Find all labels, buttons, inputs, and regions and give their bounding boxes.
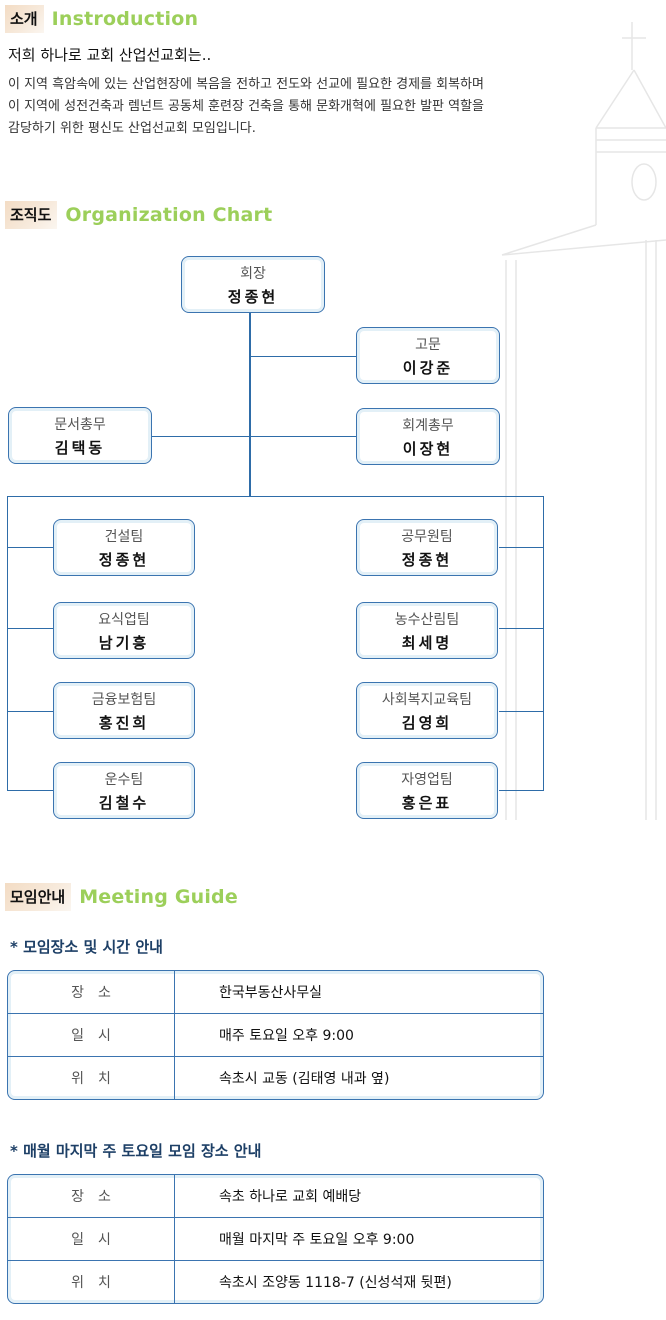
row-label: 일시 xyxy=(8,1014,175,1056)
table-row: 일시 매주 토요일 오후 9:00 xyxy=(8,1014,543,1057)
row-value: 매주 토요일 오후 9:00 xyxy=(219,1028,354,1044)
role: 건설팀 xyxy=(104,529,144,545)
name: 김택동 xyxy=(54,439,106,457)
name: 정종현 xyxy=(227,288,279,306)
role: 농수산림팀 xyxy=(394,612,460,628)
row-value: 속초시 교동 (김태영 내과 옆) xyxy=(219,1071,390,1087)
org-badge: 조직도 xyxy=(5,201,58,229)
role: 회장 xyxy=(240,266,266,282)
name: 남기흥 xyxy=(98,634,150,652)
intro-line: 감당하기 위한 평신도 산업선교회 모임입니다. xyxy=(8,121,256,136)
connector xyxy=(7,496,544,498)
table-title: * 모임장소 및 시간 안내 xyxy=(10,938,163,956)
name: 최세명 xyxy=(401,634,453,652)
name: 이장현 xyxy=(402,440,454,458)
intro-badge: 소개 xyxy=(5,5,44,33)
role: 문서총무 xyxy=(54,417,106,433)
connector xyxy=(8,547,53,549)
connector xyxy=(8,790,53,792)
connector xyxy=(7,496,9,791)
table-row: 위치 속초시 조양동 1118-7 (신성석재 뒷편) xyxy=(8,1261,543,1303)
connector xyxy=(543,496,545,791)
role: 공무원팀 xyxy=(401,529,453,545)
role: 고문 xyxy=(415,337,441,353)
intro-body: 이 지역 흑암속에 있는 산업현장에 복음을 전하고 전도와 선교에 필요한 경… xyxy=(8,74,588,140)
row-label: 장소 xyxy=(8,1175,175,1217)
row-value: 한국부동산사무실 xyxy=(219,985,323,1001)
connector xyxy=(499,711,543,713)
name: 정종현 xyxy=(401,551,453,569)
intro-line: 이 지역 흑암속에 있는 산업현장에 복음을 전하고 전도와 선교에 필요한 경… xyxy=(8,77,485,92)
meeting-heading: 모임안내 Meeting Guide xyxy=(5,883,238,911)
org-box-treasurer: 회계총무 이장현 xyxy=(356,408,500,465)
row-value: 속초시 조양동 1118-7 (신성석재 뒷편) xyxy=(219,1275,452,1291)
name: 김철수 xyxy=(98,794,150,812)
connector xyxy=(151,436,356,438)
name: 김영희 xyxy=(401,714,453,732)
connector xyxy=(8,628,53,630)
connector xyxy=(250,356,356,358)
table-row: 장소 속초 하나로 교회 예배당 xyxy=(8,1175,543,1218)
role: 요식업팀 xyxy=(98,612,150,628)
intro-heading: 소개 Instroduction xyxy=(5,5,198,33)
role: 운수팀 xyxy=(104,772,144,788)
connector xyxy=(499,547,543,549)
row-label: 위치 xyxy=(8,1057,175,1099)
row-label: 일시 xyxy=(8,1218,175,1260)
table-title: * 매월 마지막 주 토요일 모임 장소 안내 xyxy=(10,1142,262,1160)
org-heading: 조직도 Organization Chart xyxy=(5,201,272,229)
row-value: 속초 하나로 교회 예배당 xyxy=(219,1189,362,1205)
name: 정종현 xyxy=(98,551,150,569)
table-row: 위치 속초시 교동 (김태영 내과 옆) xyxy=(8,1057,543,1099)
meeting-table: 장소 한국부동산사무실 일시 매주 토요일 오후 9:00 위치 속초시 교동 (김태… xyxy=(7,970,544,1100)
meeting-table: 장소 속초 하나로 교회 예배당 일시 매월 마지막 주 토요일 오후 9:00 위… xyxy=(7,1174,544,1304)
meeting-english-title: Meeting Guide xyxy=(79,886,238,908)
org-box-advisor: 고문 이강준 xyxy=(356,327,500,384)
row-value: 매월 마지막 주 토요일 오후 9:00 xyxy=(219,1232,415,1248)
name: 이강준 xyxy=(402,359,454,377)
role: 회계총무 xyxy=(402,418,454,434)
connector xyxy=(249,312,251,497)
org-box-president: 회장 정종현 xyxy=(181,256,325,313)
table-row: 일시 매월 마지막 주 토요일 오후 9:00 xyxy=(8,1218,543,1261)
org-english-title: Organization Chart xyxy=(65,204,273,226)
intro-english-title: Instroduction xyxy=(51,8,199,30)
connector xyxy=(8,711,53,713)
org-box-secretary: 문서총무 김택동 xyxy=(8,407,152,464)
connector xyxy=(499,628,543,630)
row-label: 위치 xyxy=(8,1261,175,1303)
table-row: 장소 한국부동산사무실 xyxy=(8,971,543,1014)
connector xyxy=(499,790,543,792)
church-illustration xyxy=(501,22,666,820)
intro-title: 저희 하나로 교회 산업선교회는.. xyxy=(8,46,212,64)
meeting-badge: 모임안내 xyxy=(5,883,72,911)
row-label: 장소 xyxy=(8,971,175,1013)
role: 사회복지교육팀 xyxy=(381,692,473,708)
intro-line: 이 지역에 성전건축과 렘넌트 공동체 훈련장 건축을 통해 문화개혁에 필요한… xyxy=(8,99,485,114)
name: 홍진희 xyxy=(98,714,150,732)
role: 자영업팀 xyxy=(401,772,453,788)
name: 홍은표 xyxy=(401,794,453,812)
role: 금융보험팀 xyxy=(91,692,157,708)
